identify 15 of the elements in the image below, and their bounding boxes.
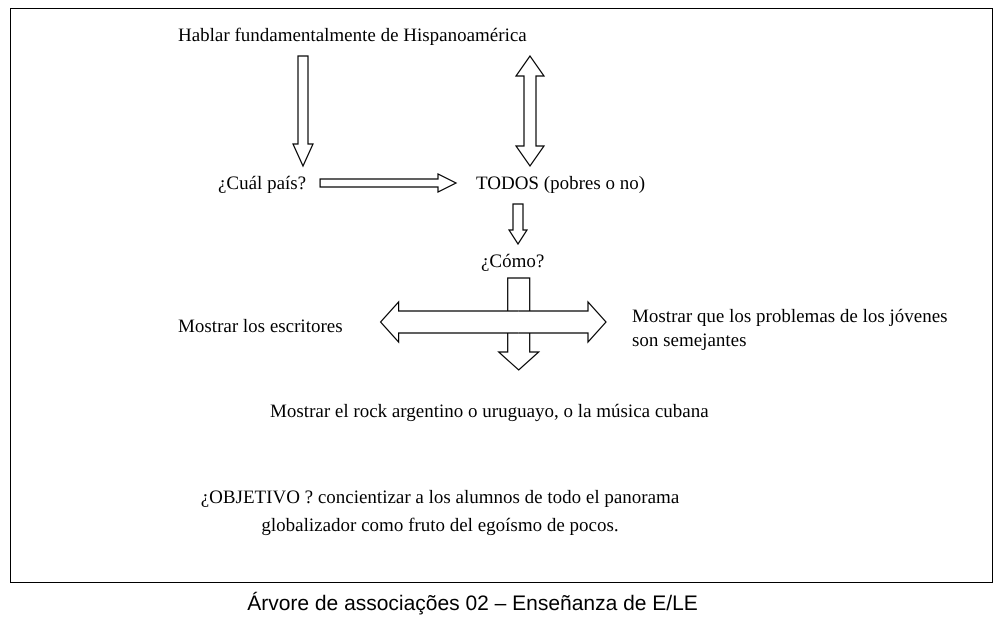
hollow-arrow: [292, 55, 314, 168]
node-text: Mostrar que los problemas de los jóvenes son semejantes: [632, 305, 972, 353]
node-text: Hablar fundamentalmente de Hispanoamérica: [178, 24, 527, 48]
hollow-arrow: [380, 300, 520, 344]
hollow-arrow: [320, 173, 458, 193]
node-text: Mostrar el rock argentino o uruguayo, o la música cubana: [270, 400, 709, 424]
node-text: ¿Cómo?: [481, 250, 544, 274]
hollow-arrow: [518, 300, 607, 344]
hollow-arrow: [508, 203, 528, 246]
objective-note: ¿OBJETIVO ? concientizar a los alumnos de todo el panorama globalizador como fruto del egoísmo de pocos.: [200, 486, 680, 538]
node-text: Mostrar los escritores: [178, 315, 343, 339]
node-text: TODOS (pobres o no): [476, 172, 646, 196]
hollow-arrow: [514, 54, 546, 168]
caption: Árvore de associações 02 – Enseñanza de E/LE: [246, 590, 699, 617]
node-text: ¿Cuál país?: [218, 172, 306, 196]
